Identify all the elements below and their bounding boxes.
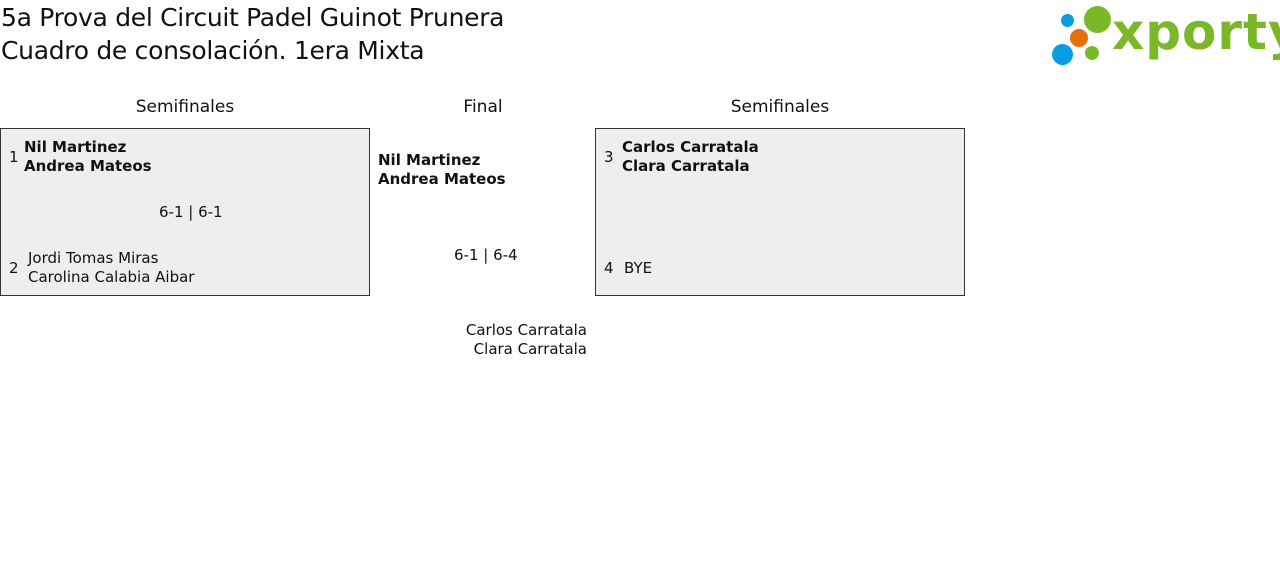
right-semifinal-match[interactable]: 3 Carlos Carratala Clara Carratala 4 BYE xyxy=(595,128,965,296)
player-name: BYE xyxy=(624,259,653,277)
team-pair-winner[interactable]: Nil Martinez Andrea Mateos xyxy=(24,138,152,176)
player-name: Carolina Calabia Aibar xyxy=(28,268,195,286)
left-semifinal-match[interactable]: 1 Nil Martinez Andrea Mateos 6-1 | 6-1 2… xyxy=(0,128,370,296)
round-label-final: Final xyxy=(463,97,503,117)
page-subtitle: Cuadro de consolación. 1era Mixta xyxy=(1,36,425,65)
final-team-winner[interactable]: Nil Martinez Andrea Mateos xyxy=(378,151,506,189)
player-name: Carlos Carratala xyxy=(465,321,587,339)
team-pair-bye[interactable]: BYE xyxy=(624,259,652,278)
team-seed: 3 xyxy=(604,148,614,166)
team-seed: 2 xyxy=(9,259,19,277)
team-seed: 1 xyxy=(9,148,19,166)
logo-wordmark: xporty xyxy=(1112,3,1280,61)
player-name: Jordi Tomas Miras xyxy=(28,249,159,267)
team-pair[interactable]: Jordi Tomas Miras Carolina Calabia Aibar xyxy=(28,249,194,287)
player-name: Clara Carratala xyxy=(473,340,587,358)
round-label-right-semifinal: Semifinales xyxy=(730,97,830,117)
player-name: Nil Martinez xyxy=(24,138,127,156)
player-name: Carlos Carratala xyxy=(622,138,759,156)
match-score: 6-1 | 6-1 xyxy=(159,203,223,221)
player-name: Andrea Mateos xyxy=(24,157,152,175)
round-label-left-semifinal: Semifinales xyxy=(135,97,235,117)
player-name: Nil Martinez xyxy=(378,151,481,169)
final-score: 6-1 | 6-4 xyxy=(454,246,518,264)
logo-dot-green-large xyxy=(1084,6,1111,33)
team-seed: 4 xyxy=(604,259,614,277)
player-name: Clara Carratala xyxy=(622,157,750,175)
logo-dot-orange xyxy=(1070,29,1088,47)
final-team-runner-up[interactable]: Carlos Carratala Clara Carratala xyxy=(387,321,587,359)
team-pair-winner[interactable]: Carlos Carratala Clara Carratala xyxy=(622,138,759,176)
player-name: Andrea Mateos xyxy=(378,170,506,188)
page-title: 5a Prova del Circuit Padel Guinot Pruner… xyxy=(1,3,505,32)
logo-dot-green-small xyxy=(1085,46,1099,60)
xporty-logo[interactable]: xporty xyxy=(1050,3,1280,68)
logo-dot-blue xyxy=(1061,14,1074,27)
logo-dot-blue-large xyxy=(1052,44,1073,65)
